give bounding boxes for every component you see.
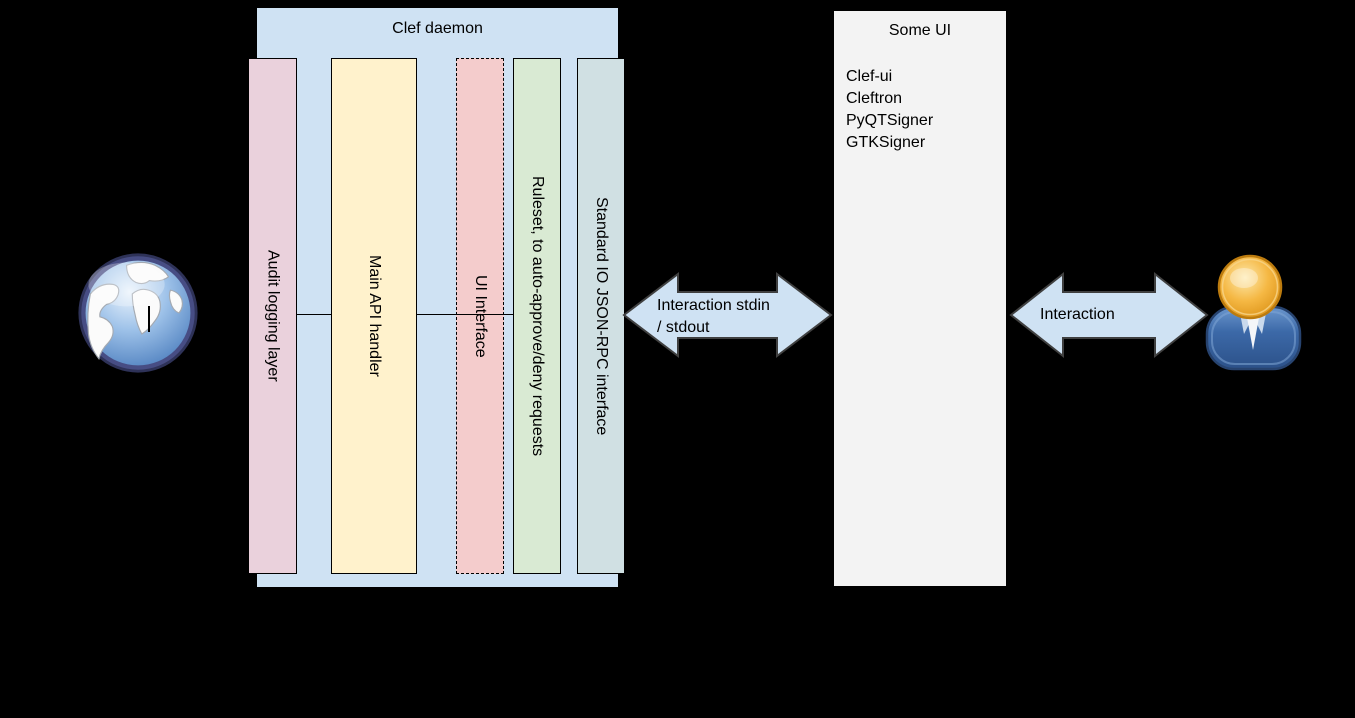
column-main-api-handler: Main API handler [331,58,417,574]
user-icon [1205,254,1302,371]
some-ui-list: Clef-ui Cleftron PyQTSigner GTKSigner [846,66,1006,154]
column-label: Ruleset, to auto-approve/deny requests [529,175,546,457]
column-ui-interface: UI Interface [456,58,504,574]
column-audit-logging-layer: Audit logging layer [248,58,297,574]
connector-line-api-ruleset [417,314,513,315]
clef-daemon-title: Clef daemon [392,20,483,37]
list-item: Clef-ui [846,68,893,85]
interaction-arrow-label: Interaction [1040,306,1115,323]
some-ui-title: Some UI [888,22,952,39]
column-label: Standard IO JSON-RPC interface [593,196,610,436]
interaction-arrow [1009,271,1209,359]
column-ruleset: Ruleset, to auto-approve/deny requests [513,58,561,574]
some-ui-box: Some UI Clef-ui Cleftron PyQTSigner GTKS… [833,10,1007,587]
column-label: Audit logging layer [264,250,282,382]
globe-icon [78,253,198,373]
vertical-tick-mark [148,306,150,332]
stdin-stdout-arrow [622,271,833,359]
column-label: UI Interface [472,274,489,358]
connector-line-audit-api [297,314,331,315]
list-item: GTKSigner [846,134,926,151]
stdin-stdout-arrow-label: Interaction stdin / stdout [657,295,770,339]
clef-daemon-box [257,8,618,587]
list-item: Cleftron [846,90,903,107]
column-label: Main API handler [366,255,383,377]
column-stdio-jsonrpc: Standard IO JSON-RPC interface [577,58,625,574]
arrow-label-line1: Interaction stdin [657,297,770,314]
arrow-label-line2: / stdout [657,319,710,336]
list-item: PyQTSigner [846,112,934,129]
